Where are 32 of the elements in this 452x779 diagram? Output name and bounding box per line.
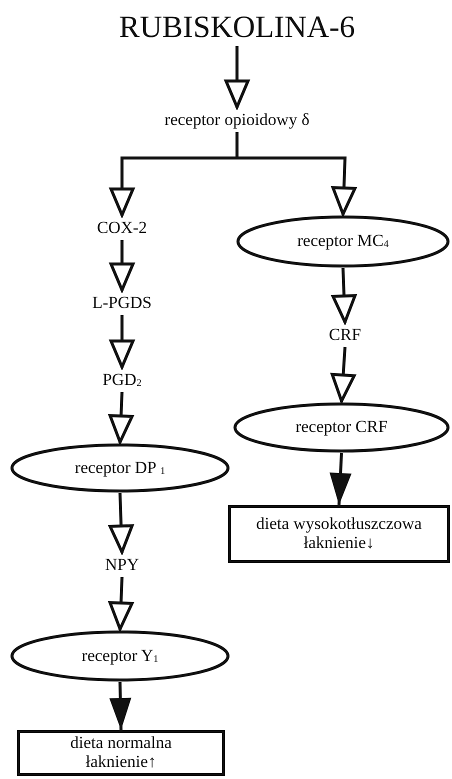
arrow bbox=[330, 346, 356, 402]
node-label: NPY bbox=[105, 553, 139, 577]
receptor-ellipse bbox=[233, 402, 450, 453]
arrow bbox=[332, 268, 356, 324]
arrow bbox=[109, 682, 132, 730]
arrow bbox=[224, 46, 250, 108]
arrow bbox=[108, 492, 134, 554]
node-label: łaknienie↑ bbox=[86, 753, 156, 772]
receptor-ellipse bbox=[236, 215, 450, 268]
node-label: receptor MC$_{4}$ bbox=[297, 232, 389, 251]
node-label: receptor opioidowy δ bbox=[164, 108, 310, 132]
arrow bbox=[108, 392, 134, 444]
result-box bbox=[17, 730, 225, 776]
receptor-ellipse bbox=[10, 630, 230, 682]
node-label: dieta normalna bbox=[70, 734, 172, 753]
node-label: CRF bbox=[328, 323, 362, 347]
arrow bbox=[236, 132, 356, 216]
result-box bbox=[228, 505, 450, 563]
receptor-ellipse bbox=[10, 443, 230, 493]
node-label: łaknienie↓ bbox=[304, 534, 374, 553]
node-label: receptor CRF bbox=[295, 418, 388, 437]
arrow bbox=[330, 452, 352, 506]
node-label: PGD$_{2}$ bbox=[102, 368, 142, 392]
node-label: receptor DP $_{1}$ bbox=[74, 458, 166, 478]
heading-label: RUBISKOLINA-6 bbox=[119, 8, 355, 46]
arrow bbox=[110, 240, 134, 292]
node-label: dieta wysokotłuszczowa bbox=[256, 515, 422, 534]
node-label: L-PGDS bbox=[92, 291, 152, 315]
arrow bbox=[108, 576, 134, 630]
arrow bbox=[110, 315, 134, 368]
node-label: receptor Y$_{1}$ bbox=[82, 646, 158, 666]
node-label: COX-2 bbox=[96, 216, 148, 240]
